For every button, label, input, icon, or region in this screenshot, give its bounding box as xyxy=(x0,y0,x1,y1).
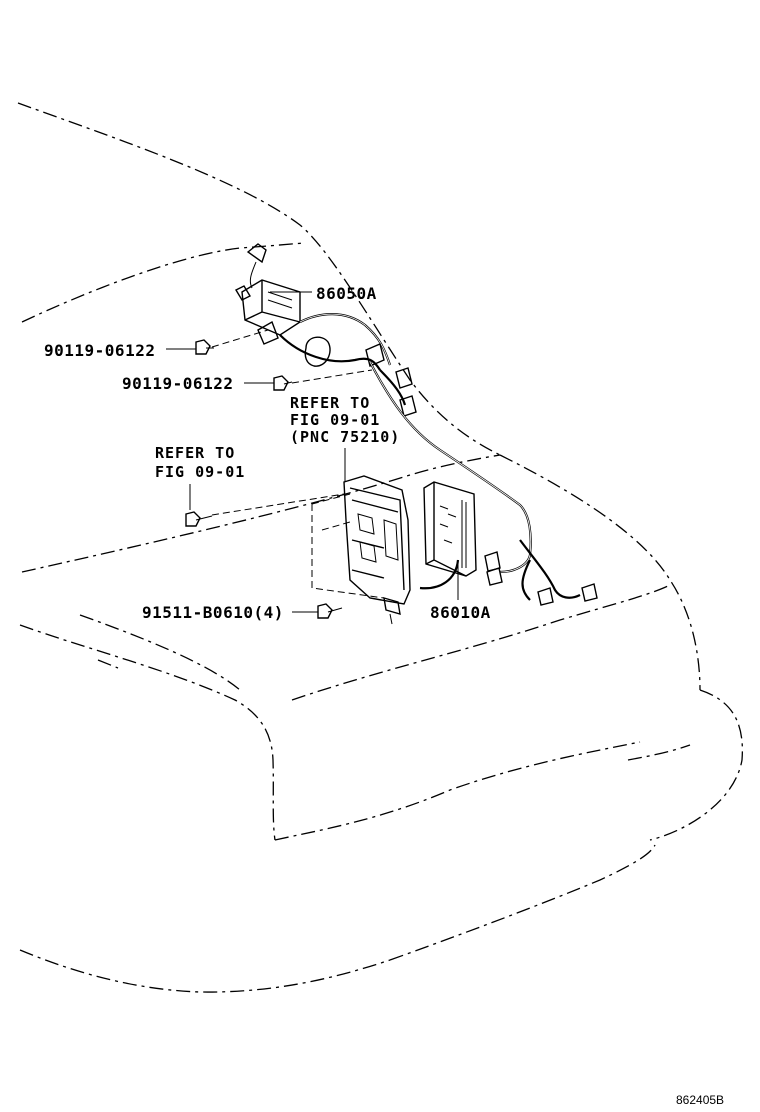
bolt-lower-graphic xyxy=(273,375,293,391)
refer-note-left-line1: REFER TO xyxy=(155,444,236,462)
refer-note-right-line1: REFER TO xyxy=(290,394,371,412)
refer-note-right-line3: (PNC 75210) xyxy=(290,428,401,446)
receiver-bracket xyxy=(311,475,411,625)
bolt-upper-graphic xyxy=(195,339,214,355)
illustration-code: 862405B xyxy=(676,1093,725,1107)
refer-note-left-line2: FIG 09-01 xyxy=(155,463,246,481)
refer-note-right-line2: FIG 09-01 xyxy=(290,411,381,429)
screw-lower-graphic xyxy=(317,603,343,619)
callout-86050a: 86050A xyxy=(316,284,377,303)
callout-86010a: 86010A xyxy=(430,603,491,622)
callout-bolt-lower: 90119-06122 xyxy=(122,374,234,393)
receiver-part xyxy=(419,481,477,590)
antenna-amplifier-part xyxy=(235,243,301,345)
leader-lines xyxy=(166,291,459,613)
callout-bolt-upper: 90119-06122 xyxy=(44,341,156,360)
callout-screw-set: 91511-B0610(4) xyxy=(142,603,284,622)
screw-left-graphic xyxy=(185,511,213,527)
antenna-harness xyxy=(279,313,598,606)
vehicle-body-outline xyxy=(17,102,744,993)
